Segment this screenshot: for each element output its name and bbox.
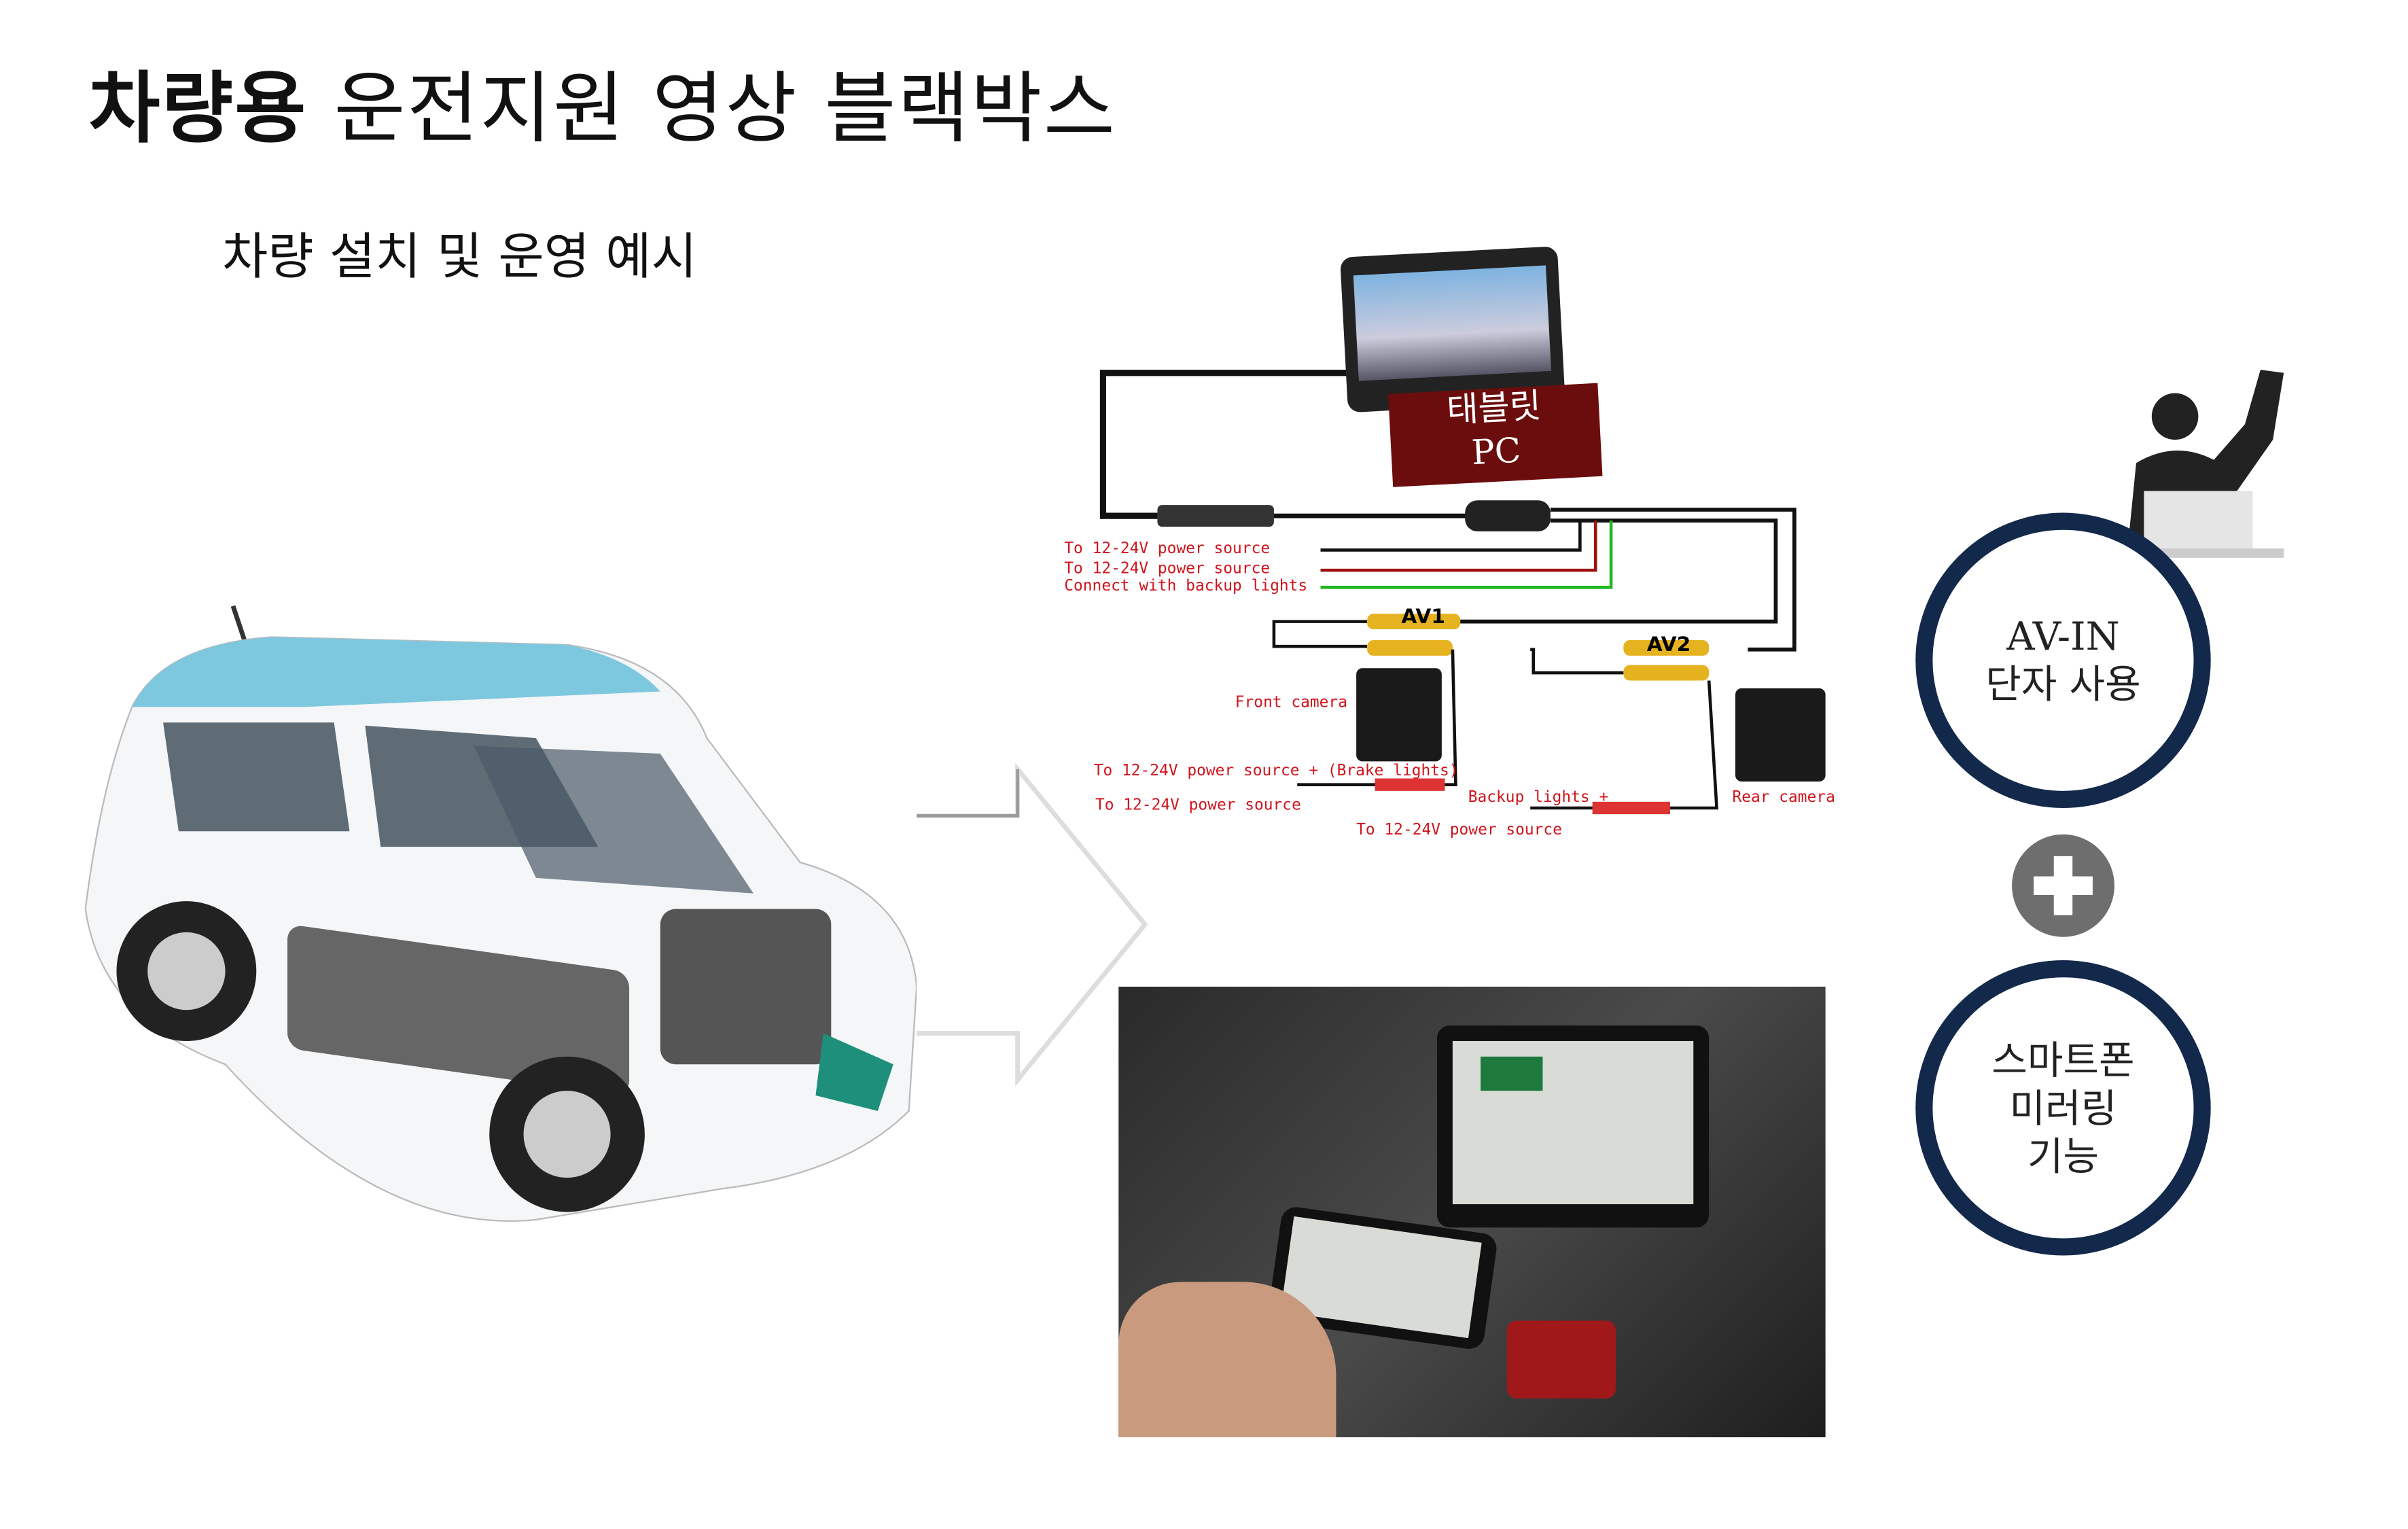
plus-icon xyxy=(2012,834,2114,937)
front-power-negative-label: To 12-24V power source xyxy=(1095,796,1301,815)
smartphone-mirroring-dashboard-photo xyxy=(1118,986,1826,1438)
page-title: 차량용 운전지원 영상 블랙박스 xyxy=(88,62,1117,154)
power-negative-label: To 12-24V power source xyxy=(1064,540,1271,558)
rear-camera-label: Rear camera xyxy=(1732,789,1835,807)
av2-label: AV2 xyxy=(1646,633,1691,658)
power-positive-label: To 12-24V power source xyxy=(1064,561,1271,578)
electric-car-cutaway-image xyxy=(84,605,918,1222)
front-camera-label: Front camera xyxy=(1235,695,1347,712)
wiring-lines xyxy=(1099,370,1826,815)
section-subtitle: 차량 설치 및 운영 예시 xyxy=(222,226,697,286)
av1-label: AV1 xyxy=(1401,605,1446,630)
rear-power-negative-label: To 12-24V power source xyxy=(1356,822,1562,839)
arrow-right-icon xyxy=(917,762,1148,1087)
backup-lights-label: Backup lights + xyxy=(1468,789,1609,807)
presenter-icon xyxy=(2097,370,2284,558)
front-power-positive-label: To 12-24V power source + (Brake lights) xyxy=(1093,762,1459,780)
backup-lights-connect-label: Connect with backup lights xyxy=(1064,578,1308,595)
